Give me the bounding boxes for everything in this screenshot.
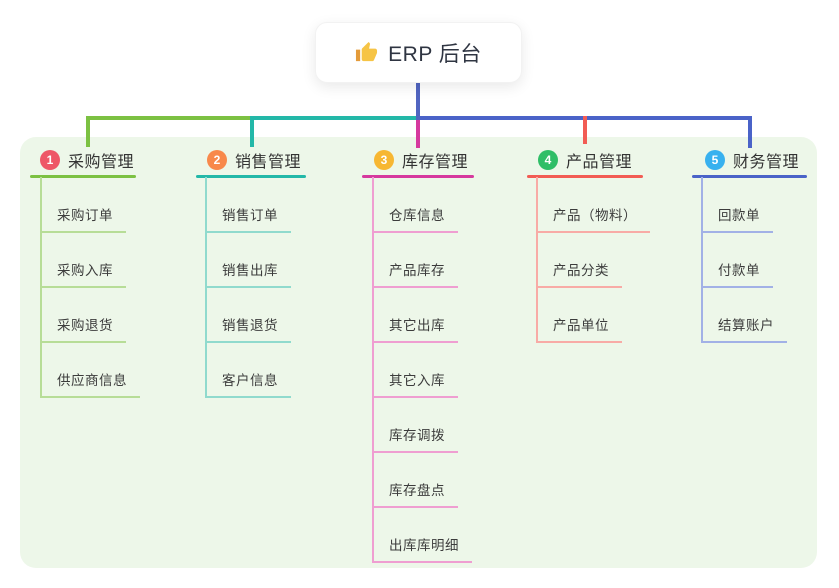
leaf-node[interactable]: 库存盘点: [372, 483, 458, 508]
leaf-node[interactable]: 客户信息: [205, 373, 291, 398]
leaf-node[interactable]: 产品（物料）: [536, 208, 650, 233]
thumbs-up-icon: [355, 41, 378, 64]
leaf-node[interactable]: 采购退货: [40, 318, 126, 343]
root-node[interactable]: ERP 后台: [315, 22, 522, 83]
root-label: ERP 后台: [388, 42, 482, 66]
branch-underline-5: [692, 175, 807, 178]
root-trunk: [416, 83, 420, 120]
leaf-node[interactable]: 仓库信息: [372, 208, 458, 233]
leaf-node[interactable]: 回款单: [701, 208, 773, 233]
drop-product: [583, 116, 587, 144]
drop-purchase: [86, 116, 90, 147]
leaf-node[interactable]: 其它入库: [372, 373, 458, 398]
leaf-node[interactable]: 出库库明细: [372, 538, 472, 563]
branch-node-5[interactable]: 5 财务管理: [705, 148, 799, 172]
branch-label: 财务管理: [733, 154, 800, 171]
branch-label: 采购管理: [68, 154, 135, 171]
branch-node-3[interactable]: 3 库存管理: [374, 148, 468, 172]
branch-label: 销售管理: [235, 154, 302, 171]
leaf-node[interactable]: 采购订单: [40, 208, 126, 233]
drop-inventory: [416, 118, 420, 148]
leaf-node[interactable]: 销售订单: [205, 208, 291, 233]
leaf-node[interactable]: 产品库存: [372, 263, 458, 288]
drop-sales: [250, 116, 254, 147]
branch-number-badge: 5: [705, 150, 725, 170]
leaf-node[interactable]: 其它出库: [372, 318, 458, 343]
leaf-node[interactable]: 付款单: [701, 263, 773, 288]
branch-node-4[interactable]: 4 产品管理: [538, 148, 632, 172]
bus-segment-sales: [250, 116, 420, 120]
leaf-node[interactable]: 销售出库: [205, 263, 291, 288]
branch-number-badge: 3: [374, 150, 394, 170]
branch-child-line-4: [536, 177, 538, 343]
leaf-node[interactable]: 产品单位: [536, 318, 622, 343]
branch-child-line-5: [701, 177, 703, 343]
branch-underline-3: [362, 175, 474, 178]
branch-underline-2: [196, 175, 306, 178]
leaf-node[interactable]: 供应商信息: [40, 373, 140, 398]
branch-node-2[interactable]: 2 销售管理: [207, 148, 301, 172]
leaf-node[interactable]: 库存调拨: [372, 428, 458, 453]
branch-node-1[interactable]: 1 采购管理: [40, 148, 134, 172]
branch-number-badge: 4: [538, 150, 558, 170]
branches-panel: [20, 137, 817, 568]
branch-child-line-3: [372, 177, 374, 563]
branch-label: 产品管理: [566, 154, 633, 171]
leaf-node[interactable]: 采购入库: [40, 263, 126, 288]
branch-label: 库存管理: [402, 154, 469, 171]
branch-number-badge: 1: [40, 150, 60, 170]
bus-segment-purchase: [86, 116, 254, 120]
leaf-node[interactable]: 产品分类: [536, 263, 622, 288]
leaf-node[interactable]: 结算账户: [701, 318, 787, 343]
drop-finance: [748, 116, 752, 148]
branch-number-badge: 2: [207, 150, 227, 170]
leaf-node[interactable]: 销售退货: [205, 318, 291, 343]
branch-underline-4: [527, 175, 643, 178]
branch-underline-1: [30, 175, 136, 178]
